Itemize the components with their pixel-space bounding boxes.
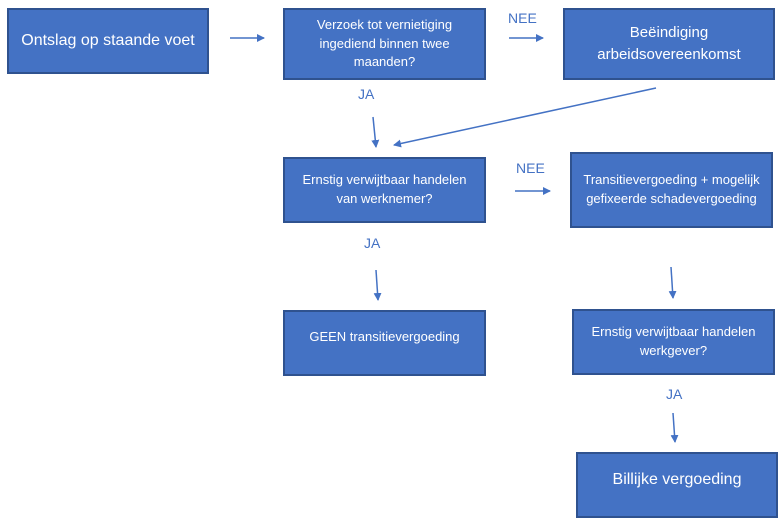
node-transitie-schade: Transitievergoeding + mogelijk gefixeerd…	[570, 152, 773, 228]
node-transitie-schade-text: Transitievergoeding + mogelijk gefixeerd…	[583, 172, 760, 206]
node-geen-transitie-text: GEEN transitievergoeding	[309, 329, 460, 344]
edge-label-ja-3: JA	[666, 386, 683, 402]
arrow-transitie-to-ernstig-werkgever	[668, 266, 677, 299]
node-beeindiging: Beëindiging arbeidsovereenkomst	[563, 8, 775, 80]
node-verzoek: Verzoek tot vernietiging ingediend binne…	[283, 8, 486, 80]
node-ernstig-werkgever-text: Ernstig verwijtbaar handelen werkgever?	[591, 324, 756, 358]
node-ontslag-text: Ontslag op staande voet	[21, 32, 195, 50]
arrow-ernstig-werknemer-ja	[373, 269, 382, 301]
node-billijke: Billijke vergoeding	[576, 452, 778, 518]
node-ernstig-werknemer: Ernstig verwijtbaar handelen van werknem…	[283, 157, 486, 223]
node-beeindiging-text: Beëindiging arbeidsovereenkomst	[597, 24, 741, 63]
node-ernstig-werknemer-text: Ernstig verwijtbaar handelen van werknem…	[302, 172, 467, 206]
node-verzoek-text: Verzoek tot vernietiging ingediend binne…	[316, 16, 453, 70]
edge-label-nee-1: NEE	[508, 10, 537, 26]
node-billijke-text: Billijke vergoeding	[612, 471, 742, 488]
edge-label-ja-2: JA	[364, 235, 381, 251]
node-ernstig-werkgever: Ernstig verwijtbaar handelen werkgever?	[572, 309, 775, 375]
node-ontslag: Ontslag op staande voet	[7, 8, 209, 74]
node-geen-transitie: GEEN transitievergoeding	[283, 310, 486, 376]
arrow-beeindiging-to-ernstig-werknemer	[393, 87, 657, 148]
edge-label-ja-1: JA	[358, 86, 375, 102]
edge-label-nee-2: NEE	[516, 160, 545, 176]
arrow-ernstig-werkgever-ja	[670, 412, 679, 443]
arrow-verzoek-ja	[371, 116, 380, 148]
